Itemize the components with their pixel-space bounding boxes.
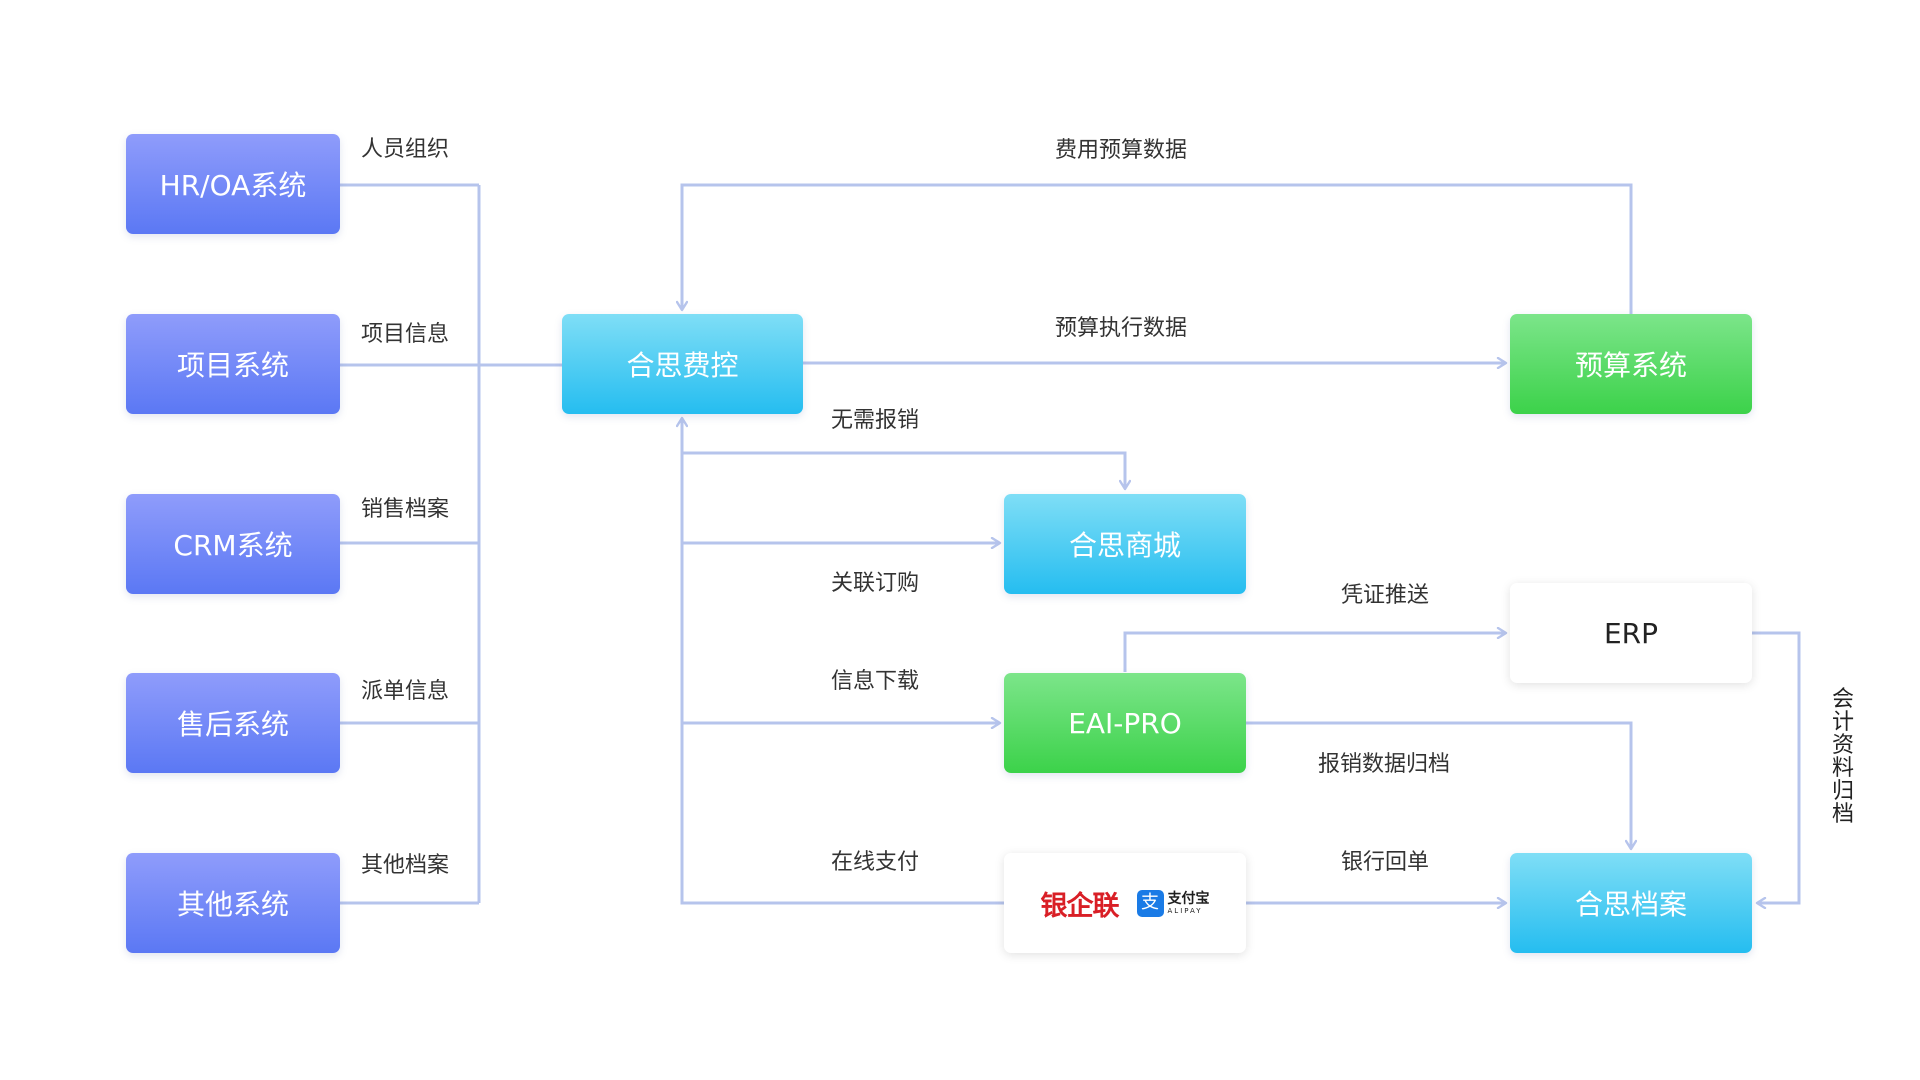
- label-reimburse-archive: 报销数据归档: [1318, 752, 1451, 777]
- alipay-en-text: ALIPAY: [1167, 906, 1203, 915]
- label-other-archive: 其他档案: [361, 853, 450, 878]
- line-reimburse-archive: [1246, 721, 1631, 849]
- label-personnel-org: 人员组织: [361, 137, 450, 162]
- node-erp[interactable]: ERP: [1510, 583, 1752, 683]
- node-budget-system[interactable]: 预算系统: [1510, 314, 1752, 414]
- node-heisi-archive-label: 合思档案: [1574, 888, 1687, 921]
- node-heisi-mall[interactable]: 合思商城: [1004, 494, 1246, 594]
- node-project-system-label: 项目系统: [176, 349, 289, 382]
- label-bank-receipt: 银行回单: [1341, 850, 1430, 875]
- line-budget-data: [682, 183, 1633, 315]
- label-no-reimburse: 无需报销: [831, 408, 920, 433]
- label-accounting-archive: 会计资料归档: [1831, 687, 1854, 827]
- label-info-download: 信息下载: [831, 669, 920, 694]
- node-crm-system-label: CRM系统: [173, 529, 293, 562]
- node-eai-pro[interactable]: EAI-PRO: [1004, 673, 1246, 773]
- node-payment-channels[interactable]: 银企联 支 支付宝 ALIPAY: [1004, 853, 1246, 953]
- node-budget-system-label: 预算系统: [1574, 349, 1687, 382]
- label-budget-data: 费用预算数据: [1055, 138, 1188, 163]
- line-expense-trunk: [682, 418, 1004, 905]
- node-after-sales-system-label: 售后系统: [176, 708, 289, 741]
- label-sales-archive: 销售档案: [361, 497, 450, 522]
- label-online-payment: 在线支付: [831, 850, 920, 875]
- node-heisi-expense-control[interactable]: 合思费控: [562, 314, 803, 414]
- node-project-system[interactable]: 项目系统: [126, 314, 340, 414]
- label-dispatch-info: 派单信息: [361, 679, 450, 704]
- line-accounting-archive: [1752, 631, 1801, 903]
- node-eai-pro-label: EAI-PRO: [1068, 706, 1182, 740]
- node-hr-oa-system-label: HR/OA系统: [159, 169, 307, 202]
- node-crm-system[interactable]: CRM系统: [126, 494, 340, 594]
- node-heisi-mall-label: 合思商城: [1068, 529, 1181, 562]
- node-after-sales-system[interactable]: 售后系统: [126, 673, 340, 773]
- node-heisi-expense-control-label: 合思费控: [626, 349, 739, 382]
- node-other-system-label: 其他系统: [176, 888, 289, 921]
- node-heisi-archive[interactable]: 合思档案: [1510, 853, 1752, 953]
- label-budget-exec-data: 预算执行数据: [1055, 316, 1188, 341]
- alipay-wordmark: 支付宝 ALIPAY: [1167, 890, 1210, 915]
- label-linked-purchase: 关联订购: [831, 571, 920, 596]
- yinqilian-logo: 银企联: [1040, 890, 1120, 922]
- alipay-cn-text: 支付宝: [1167, 890, 1210, 907]
- label-project-info: 项目信息: [361, 322, 450, 347]
- label-voucher-push: 凭证推送: [1341, 583, 1430, 608]
- alipay-icon: 支: [1136, 889, 1164, 917]
- alipay-logo: 支 支付宝 ALIPAY: [1136, 889, 1210, 917]
- node-other-system[interactable]: 其他系统: [126, 853, 340, 953]
- node-hr-oa-system[interactable]: HR/OA系统: [126, 134, 340, 234]
- line-voucher-push: [1123, 633, 1506, 672]
- line-no-reimburse: [682, 451, 1125, 489]
- node-erp-label: ERP: [1603, 616, 1659, 650]
